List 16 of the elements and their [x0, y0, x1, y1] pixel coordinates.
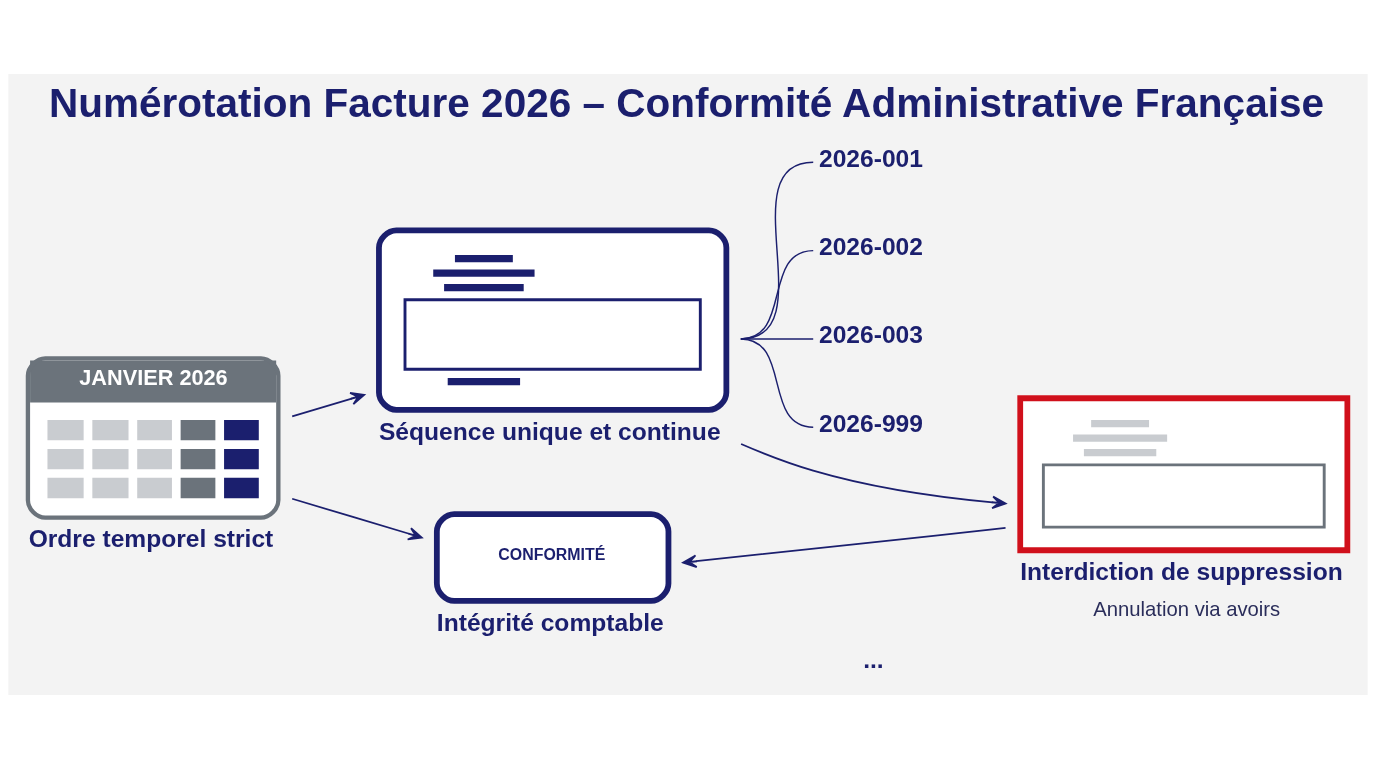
node-label: Intégrité comptable — [436, 608, 664, 636]
label: ... — [863, 645, 884, 673]
node-label: Interdiction de suppression — [1020, 557, 1343, 585]
node-text: 2026-999 — [819, 409, 923, 437]
node-label: Annulation via avoirs — [1093, 597, 1281, 620]
arrow — [291, 391, 366, 417]
node-label: Séquence unique et continue — [378, 417, 721, 445]
diagram-title: Numérotation Facture 2026 – Conformité Administrative Française — [48, 79, 1325, 126]
arrow — [291, 497, 423, 540]
arrow — [740, 442, 1007, 509]
connector — [740, 337, 814, 428]
node-text: 2026-002 — [819, 232, 923, 260]
node-label: Ordre temporel strict — [28, 524, 274, 552]
node-text: 2026-001 — [819, 144, 923, 172]
arrow — [682, 526, 1007, 568]
node-text: 2026-003 — [819, 320, 923, 348]
